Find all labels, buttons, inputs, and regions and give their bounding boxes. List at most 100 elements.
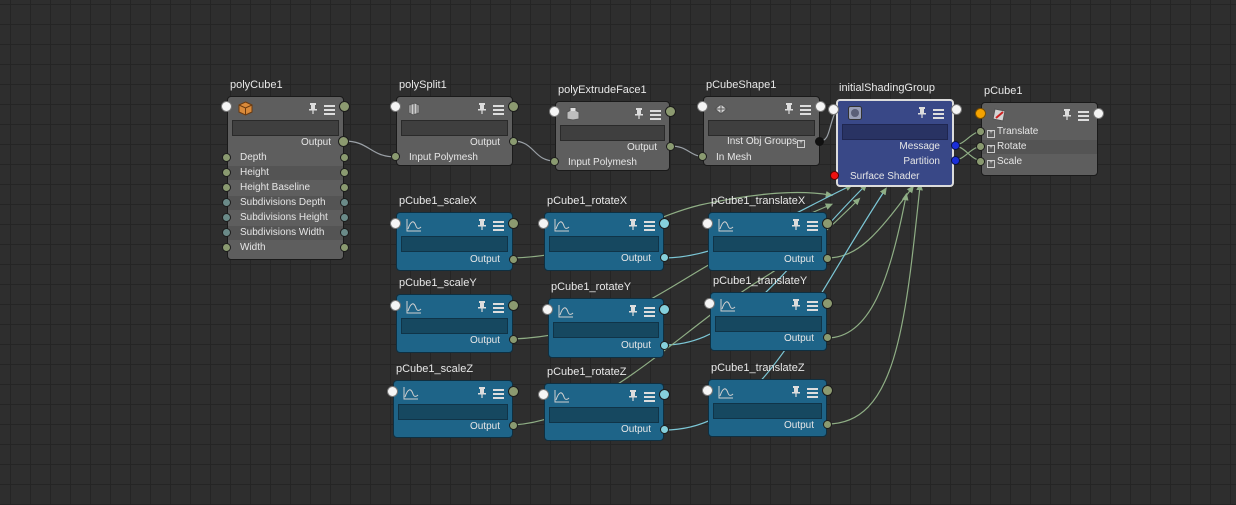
rotate-port[interactable] — [976, 142, 985, 151]
pin-icon[interactable] — [629, 303, 637, 321]
output-port[interactable] — [822, 385, 833, 396]
node-field[interactable] — [549, 407, 659, 423]
attr-port[interactable] — [222, 243, 231, 252]
output-port[interactable] — [822, 218, 833, 229]
node-polycube1[interactable]: polyCube1 Output Depth Height Height Bas… — [221, 79, 350, 260]
input-port[interactable] — [698, 152, 707, 161]
input-port[interactable] — [390, 300, 401, 311]
pin-icon[interactable] — [478, 217, 486, 235]
pin-icon[interactable] — [478, 299, 486, 317]
node-field[interactable] — [713, 403, 822, 419]
output-port[interactable] — [659, 389, 670, 400]
node-pcube1-scalez[interactable]: pCube1_scaleZ Output — [387, 363, 519, 438]
pin-icon[interactable] — [792, 217, 800, 235]
node-field[interactable] — [553, 322, 659, 338]
menu-icon[interactable] — [493, 386, 504, 404]
input-port[interactable] — [702, 218, 713, 229]
menu-icon[interactable] — [1078, 108, 1089, 126]
attr-port[interactable] — [222, 153, 231, 162]
input-port[interactable] — [704, 298, 715, 309]
node-pcube1-translatez[interactable]: pCube1_translateZ Output — [702, 362, 833, 437]
menu-icon[interactable] — [933, 106, 944, 124]
output-port[interactable] — [660, 253, 669, 262]
pin-icon[interactable] — [785, 101, 793, 119]
menu-icon[interactable] — [807, 298, 818, 316]
scale-port[interactable] — [976, 157, 985, 166]
menu-icon[interactable] — [493, 300, 504, 318]
input-port[interactable] — [221, 101, 232, 112]
attr-port[interactable] — [340, 243, 349, 252]
attr-port[interactable] — [222, 228, 231, 237]
menu-icon[interactable] — [650, 107, 661, 125]
output-port[interactable] — [822, 298, 833, 309]
node-pcube1-rotatez[interactable]: pCube1_rotateZ Output — [538, 366, 670, 441]
input-port[interactable] — [391, 152, 400, 161]
message-port[interactable] — [951, 141, 960, 150]
attr-port[interactable] — [222, 183, 231, 192]
expand-icon[interactable]: + — [797, 140, 805, 148]
node-field[interactable] — [713, 236, 822, 252]
output-port[interactable] — [1093, 108, 1104, 119]
pin-icon[interactable] — [629, 388, 637, 406]
input-port[interactable] — [390, 101, 401, 112]
attr-port[interactable] — [222, 198, 231, 207]
attr-port[interactable] — [222, 168, 231, 177]
node-field[interactable] — [401, 120, 508, 136]
input-port[interactable] — [538, 218, 549, 229]
output-port[interactable] — [508, 218, 519, 229]
surface-shader-port[interactable] — [830, 171, 839, 180]
output-port[interactable] — [815, 137, 824, 146]
node-pcube1-rotatey[interactable]: pCube1_rotateY Output — [542, 281, 670, 358]
translate-port[interactable] — [976, 127, 985, 136]
output-port[interactable] — [659, 304, 670, 315]
node-field[interactable] — [560, 125, 665, 141]
node-polyextrudeface1[interactable]: polyExtrudeFace1 Output Input Polymesh — [549, 84, 676, 171]
output-port[interactable] — [823, 420, 832, 429]
output-port[interactable] — [666, 142, 675, 151]
input-port[interactable] — [542, 304, 553, 315]
expand-icon[interactable]: + — [987, 145, 995, 153]
attr-port[interactable] — [340, 228, 349, 237]
output-port[interactable] — [815, 101, 826, 112]
node-field[interactable] — [232, 120, 339, 136]
attr-port[interactable] — [340, 168, 349, 177]
node-pcube1-translatex[interactable]: pCube1_translateX Output — [702, 195, 833, 271]
node-field[interactable] — [715, 316, 822, 332]
output-port[interactable] — [508, 300, 519, 311]
node-polysplit1[interactable]: polySplit1 Output Input Polymesh — [390, 79, 519, 166]
input-port[interactable] — [975, 108, 986, 119]
output-port[interactable] — [660, 425, 669, 434]
menu-icon[interactable] — [493, 218, 504, 236]
menu-icon[interactable] — [324, 102, 335, 120]
attr-port[interactable] — [340, 183, 349, 192]
input-port[interactable] — [697, 101, 708, 112]
output-port[interactable] — [509, 421, 518, 430]
input-port[interactable] — [549, 106, 560, 117]
node-field[interactable] — [401, 236, 508, 252]
output-port[interactable] — [659, 218, 670, 229]
attr-port[interactable] — [340, 198, 349, 207]
output-port[interactable] — [509, 255, 518, 264]
node-pcube1[interactable]: pCube1 +Translate +Rotate +Scale — [975, 85, 1104, 176]
pin-icon[interactable] — [1063, 107, 1071, 125]
output-port[interactable] — [665, 106, 676, 117]
output-port[interactable] — [951, 104, 962, 115]
input-port[interactable] — [702, 385, 713, 396]
node-field[interactable] — [549, 236, 659, 252]
node-field[interactable] — [401, 318, 508, 334]
menu-icon[interactable] — [493, 102, 504, 120]
output-port[interactable] — [339, 101, 350, 112]
pin-icon[interactable] — [309, 101, 317, 119]
input-port[interactable] — [390, 218, 401, 229]
node-initialshadinggroup[interactable]: initialShadingGroup Message Partition Su… — [828, 82, 962, 187]
output-port[interactable] — [660, 341, 669, 350]
output-port[interactable] — [823, 333, 832, 342]
pin-icon[interactable] — [478, 101, 486, 119]
menu-icon[interactable] — [644, 389, 655, 407]
menu-icon[interactable] — [807, 218, 818, 236]
menu-icon[interactable] — [800, 102, 811, 120]
expand-icon[interactable]: + — [987, 130, 995, 138]
node-pcube1-translatey[interactable]: pCube1_translateY Output — [704, 275, 833, 351]
attr-port[interactable] — [340, 153, 349, 162]
